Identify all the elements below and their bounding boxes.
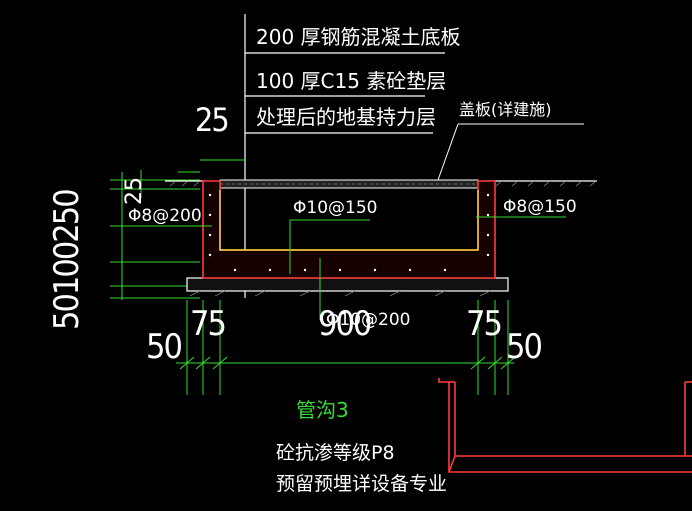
- layer-note-foundation: 处理后的地基持力层: [256, 105, 436, 129]
- dim-25-lower: 25: [122, 177, 147, 205]
- dim-bottom-right-75: 75: [466, 304, 503, 344]
- rebar-leaders: [125, 216, 566, 320]
- dim-bottom-left-75: 75: [190, 304, 227, 344]
- note-embedded: 预留预埋详设备专业: [276, 473, 448, 495]
- foundation-hatch: [189, 290, 491, 297]
- rebar-label-left: Φ8@200: [128, 206, 202, 226]
- ground-hatch: [169, 180, 597, 187]
- layer-note-cushion: 100 厚C15 素砼垫层: [256, 69, 447, 93]
- drawing-title: 管沟3: [296, 398, 349, 422]
- dim-bottom-right-50: 50: [506, 327, 543, 367]
- rebar-label-bottom: Φ10@200: [326, 310, 411, 330]
- cover-plate: [219, 123, 584, 189]
- trench-section: [202, 180, 496, 279]
- rebar-label-right: Φ8@150: [503, 197, 577, 217]
- cover-plate-label: 盖板(详建施): [459, 100, 552, 119]
- left-vertical-dimension: 50100250: [47, 190, 87, 330]
- inner-wall-lines: [219, 190, 479, 251]
- dim-bottom-left-50: 50: [146, 327, 183, 367]
- dim-bottom-middle: 900: [318, 304, 372, 344]
- cushion-layer: [186, 277, 509, 292]
- note-impermeability: 砼抗渗等级P8: [276, 442, 395, 464]
- layer-note-slab: 200 厚钢筋混凝土底板: [256, 25, 461, 49]
- rebar-dots: [208, 193, 490, 272]
- rebar-label-middle: Φ10@150: [293, 198, 378, 218]
- bottom-dimension: [176, 300, 516, 395]
- adjacent-section: [438, 378, 692, 473]
- dim-25-upper: 25: [195, 101, 230, 139]
